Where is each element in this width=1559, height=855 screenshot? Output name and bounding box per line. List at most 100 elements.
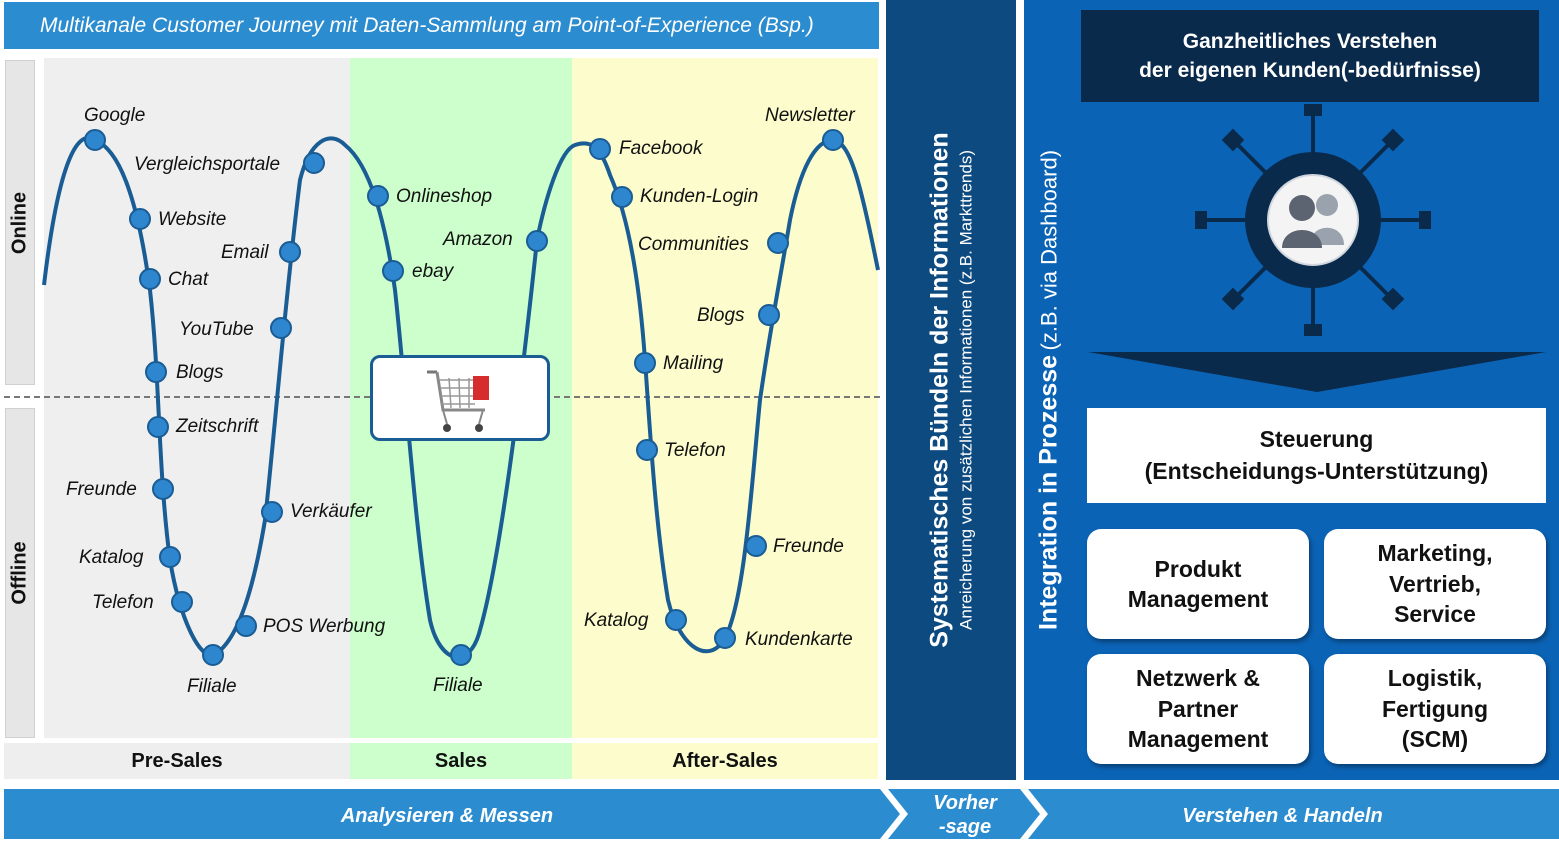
touchpoint-label: Katalog <box>584 610 649 631</box>
touchpoint-dot <box>171 591 193 613</box>
touchpoint-label: Vergleichsportale <box>134 154 281 175</box>
touchpoint-label: Kunden-Login <box>640 186 759 207</box>
touchpoint-dot <box>611 186 633 208</box>
vorhersage-line2: -sage <box>938 816 992 838</box>
touchpoint-label: Freunde <box>773 536 844 557</box>
steuerung-line2: (Entscheidungs-Unterstützung) <box>1144 457 1489 484</box>
vorhersage-chevron <box>888 789 1040 839</box>
touchpoint-dot <box>589 138 611 160</box>
touchpoint-dot <box>152 478 174 500</box>
touchpoint-labels: Google Vergleichsportale Website Email C… <box>0 0 880 745</box>
touchpoint-dot <box>367 185 389 207</box>
bundling-subtitle: Anreicherung von zusätzlichen Informatio… <box>956 150 976 631</box>
touchpoint-dot <box>382 260 404 282</box>
touchpoint-label: Onlineshop <box>396 186 493 207</box>
touchpoint-dot <box>745 535 767 557</box>
aftersales-zone <box>572 58 878 738</box>
phase-presales: Pre-Sales <box>4 743 350 779</box>
module-line: Management <box>1127 586 1269 612</box>
page-title: Multikanale Customer Journey mit Daten-S… <box>4 2 879 49</box>
vorhersage-label: Vorher -sage <box>905 791 1025 839</box>
module-line: Marketing, <box>1377 540 1493 567</box>
touchpoint-dot <box>270 317 292 339</box>
integration-column <box>1024 0 1559 780</box>
module-line: (SCM) <box>1401 726 1469 753</box>
touchpoint-label: Facebook <box>619 138 703 159</box>
touchpoint-label: Zeitschrift <box>176 416 259 437</box>
touchpoint-dot <box>139 268 161 290</box>
steuerung-line1: Steuerung <box>1259 426 1374 453</box>
touchpoint-label: ebay <box>412 261 454 282</box>
phase-aftersales: After-Sales <box>572 743 878 779</box>
page-title-text: Multikanale Customer Journey mit Daten-S… <box>40 13 814 37</box>
module-netzwerk-partner-management: Netzwerk & Partner Management <box>1087 654 1309 764</box>
module-line: Vertrieb, <box>1388 570 1482 597</box>
customer-journey-curve <box>42 129 880 666</box>
verstehen-label: Verstehen & Handeln <box>1182 805 1383 827</box>
bundling-title: Systematisches Bündeln der Informationen… <box>926 132 977 647</box>
shopping-cart-icon <box>427 370 489 432</box>
touchpoint-label: Katalog <box>79 547 144 568</box>
customer-understanding-line2: der eigenen Kunden(-bedürfnisse) <box>1139 59 1481 82</box>
module-line: Produkt <box>1154 555 1242 582</box>
bundling-column: Systematisches Bündeln der Informationen… <box>886 0 1016 780</box>
touchpoint-dot <box>714 627 736 649</box>
touchpoint-label: Mailing <box>663 353 724 374</box>
touchpoint-dots <box>84 129 844 666</box>
touchpoint-dot <box>147 416 169 438</box>
touchpoint-dot <box>665 609 687 631</box>
vorhersage-line1: Vorher <box>933 792 997 814</box>
customer-understanding-line1: Ganzheitliches Verstehen <box>1182 29 1438 53</box>
customer-hub-graphic <box>1088 104 1546 392</box>
touchpoint-label: Blogs <box>697 305 745 326</box>
touchpoint-label: YouTube <box>179 319 254 340</box>
touchpoint-dot <box>261 501 283 523</box>
touchpoint-label: Telefon <box>664 440 726 461</box>
touchpoint-label: Newsletter <box>765 105 855 126</box>
customer-group-icon <box>1282 194 1344 248</box>
module-marketing-vertrieb-service: Marketing, Vertrieb, Service <box>1324 529 1546 639</box>
online-label: Online <box>5 60 35 385</box>
module-line: Management <box>1127 726 1269 753</box>
touchpoint-label: Chat <box>168 269 209 290</box>
process-bar <box>4 789 1559 839</box>
touchpoint-dot <box>767 232 789 254</box>
touchpoint-label: Website <box>158 209 227 230</box>
touchpoint-dot <box>129 208 151 230</box>
verstehen-chevron <box>1028 789 1559 839</box>
touchpoint-label: Verkäufer <box>290 501 372 522</box>
touchpoint-dot <box>636 439 658 461</box>
touchpoint-label: Communities <box>638 234 749 255</box>
touchpoint-dot <box>450 644 472 666</box>
touchpoint-dot <box>145 361 167 383</box>
touchpoint-dot <box>279 241 301 263</box>
steuerung-box: Steuerung (Entscheidungs-Unterstützung) <box>1087 408 1546 503</box>
touchpoint-label: Telefon <box>92 592 154 613</box>
touchpoint-dot <box>303 152 325 174</box>
touchpoint-label: Google <box>84 105 146 126</box>
touchpoint-label: Kundenkarte <box>745 629 853 650</box>
module-produkt-management: Produkt Management <box>1087 529 1309 639</box>
touchpoint-label: Blogs <box>176 362 224 383</box>
module-line: Logistik, <box>1387 665 1483 692</box>
touchpoint-dot <box>822 129 844 151</box>
analyse-label: Analysieren & Messen <box>340 805 554 827</box>
touchpoint-label: Filiale <box>187 676 237 697</box>
touchpoint-dot <box>526 230 548 252</box>
touchpoint-dot <box>758 304 780 326</box>
customer-understanding-box: Ganzheitliches Verstehen der eigenen Kun… <box>1081 10 1539 102</box>
touchpoint-dot <box>84 129 106 151</box>
touchpoint-dot <box>634 352 656 374</box>
touchpoint-label: Email <box>221 242 269 263</box>
touchpoint-dot <box>235 615 257 637</box>
touchpoint-label: Filiale <box>433 675 483 696</box>
phase-sales: Sales <box>350 743 572 779</box>
module-line: Service <box>1394 601 1476 628</box>
touchpoint-label: Freunde <box>66 479 137 500</box>
shopping-cart-box <box>370 355 550 441</box>
module-line: Partner <box>1157 695 1239 722</box>
touchpoint-dot <box>159 546 181 568</box>
touchpoint-label: POS Werbung <box>263 616 386 637</box>
presales-zone <box>44 58 350 738</box>
module-line: Netzwerk & <box>1136 665 1260 692</box>
